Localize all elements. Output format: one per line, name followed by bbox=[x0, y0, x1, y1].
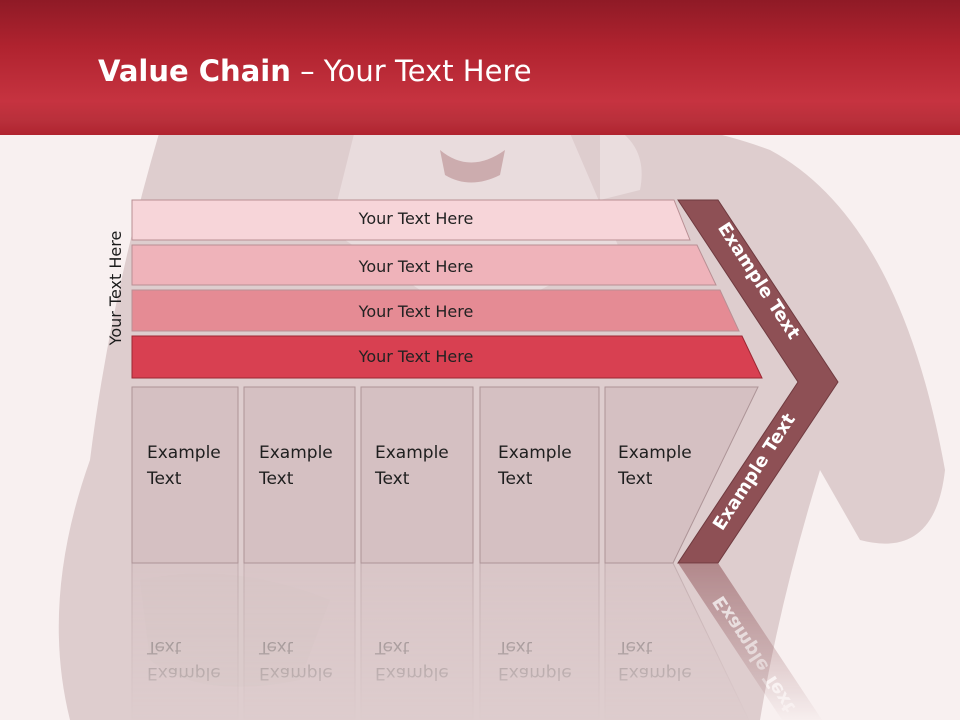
column-2-line2: Text bbox=[258, 469, 294, 489]
column-5-line2: Text bbox=[617, 469, 653, 489]
bar-1: Your Text Here bbox=[131, 199, 691, 241]
column-5-line1: Example bbox=[618, 443, 692, 463]
bar-4-label: Your Text Here bbox=[358, 347, 474, 366]
bar-group: Your Text Here Your Text Here Your Text … bbox=[131, 199, 763, 379]
svg-text:Text: Text bbox=[258, 637, 294, 657]
bar-4-shape bbox=[131, 335, 763, 379]
column-2-box bbox=[243, 386, 356, 564]
column-2: Example Text bbox=[243, 386, 356, 564]
column-1-line2: Text bbox=[146, 469, 182, 489]
svg-text:Example: Example bbox=[375, 663, 449, 683]
bar-1-label: Your Text Here bbox=[358, 209, 474, 228]
svg-text:Text: Text bbox=[146, 637, 182, 657]
column-4-line2: Text bbox=[497, 469, 533, 489]
column-3: Example Text bbox=[360, 386, 474, 564]
bar-2-shape bbox=[131, 244, 717, 286]
column-3-line1: Example bbox=[375, 443, 449, 463]
svg-text:Example: Example bbox=[259, 663, 333, 683]
bar-2: Your Text Here bbox=[131, 244, 717, 286]
bar-1-shape bbox=[131, 199, 691, 241]
svg-text:Example: Example bbox=[147, 663, 221, 683]
svg-text:Text: Text bbox=[374, 637, 410, 657]
title-bold: Value Chain bbox=[98, 54, 291, 88]
column-1-box bbox=[131, 386, 239, 564]
column-4-box bbox=[479, 386, 600, 564]
title-rest: – Your Text Here bbox=[290, 54, 532, 88]
bar-3-shape bbox=[131, 289, 740, 332]
bar-3-label: Your Text Here bbox=[358, 302, 474, 321]
svg-text:Text: Text bbox=[497, 637, 533, 657]
svg-text:Example: Example bbox=[618, 663, 692, 683]
column-4-line1: Example bbox=[498, 443, 572, 463]
header-band bbox=[0, 0, 960, 135]
column-1: Example Text bbox=[131, 386, 239, 564]
column-2-line1: Example bbox=[259, 443, 333, 463]
slide-title: Value Chain – Your Text Here bbox=[98, 54, 532, 88]
bar-4: Your Text Here bbox=[131, 335, 763, 379]
reflection: Example Text Example Text Example Text E… bbox=[131, 562, 823, 720]
bar-2-label: Your Text Here bbox=[358, 257, 474, 276]
svg-text:Text: Text bbox=[617, 637, 653, 657]
column-1-line1: Example bbox=[147, 443, 221, 463]
svg-text:Example: Example bbox=[498, 663, 572, 683]
bar-3: Your Text Here bbox=[131, 289, 740, 332]
side-label: Your Text Here bbox=[106, 231, 125, 347]
column-5: Example Text bbox=[604, 386, 759, 564]
column-group: Example Text Example Text Example Text E… bbox=[131, 386, 759, 564]
column-3-box bbox=[360, 386, 474, 564]
column-3-line2: Text bbox=[374, 469, 410, 489]
column-4: Example Text bbox=[479, 386, 600, 564]
